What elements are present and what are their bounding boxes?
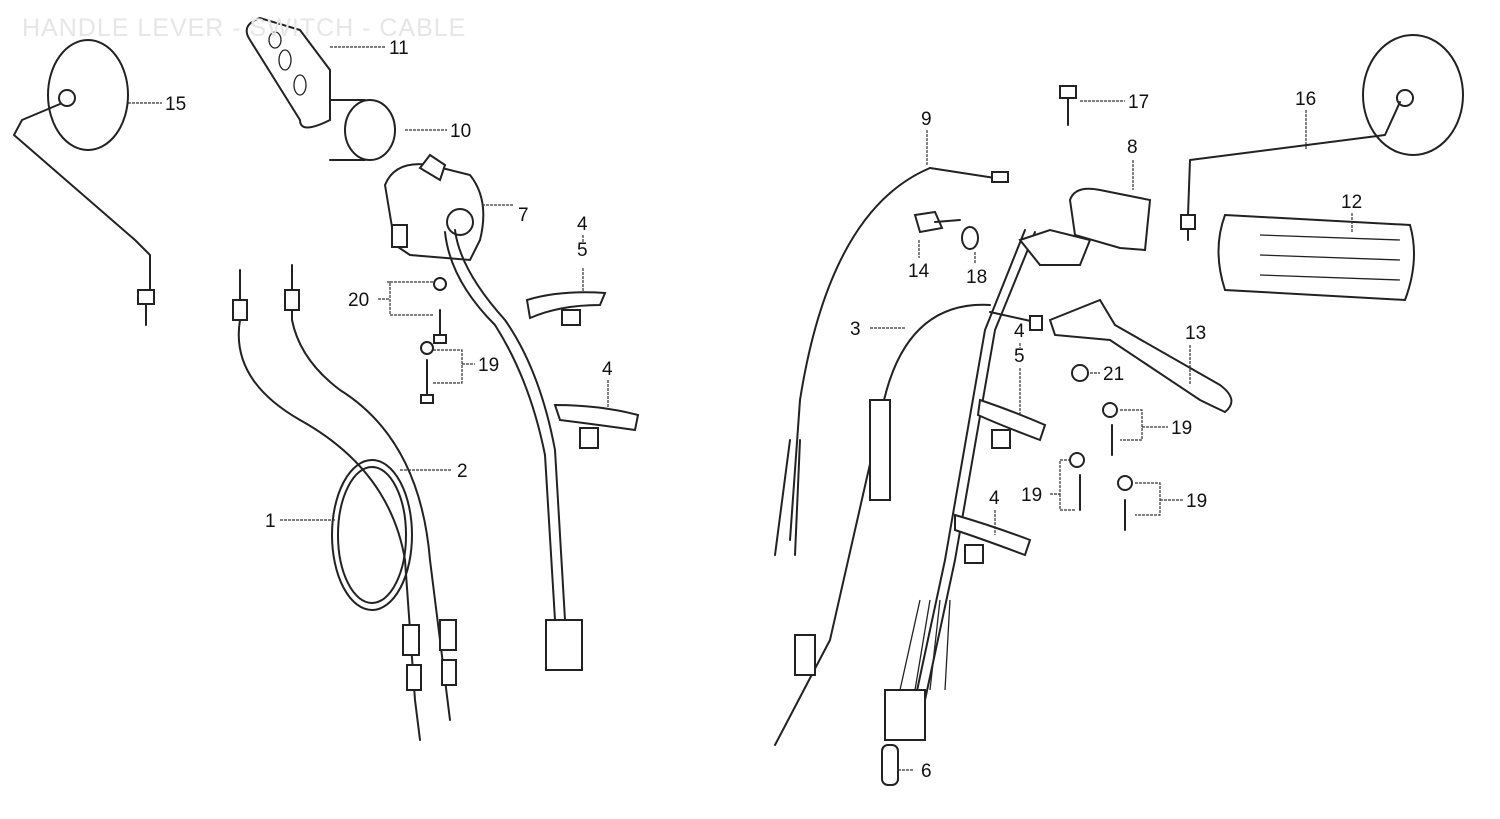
callout-9: 9 <box>921 109 932 130</box>
callout-7: 7 <box>518 205 529 226</box>
callout-4: 4 <box>989 488 1000 509</box>
left-mirror <box>13 39 155 326</box>
callout-20: 20 <box>348 290 369 311</box>
callout-17: 17 <box>1128 92 1149 113</box>
callout-2: 2 <box>457 461 468 482</box>
callout-8: 8 <box>1127 137 1138 158</box>
callout-5: 5 <box>577 240 588 261</box>
callout-14: 14 <box>908 261 930 282</box>
terminal-cap <box>881 744 899 786</box>
callout-11: 11 <box>389 38 409 59</box>
callout-18: 18 <box>966 267 987 288</box>
callout-5: 5 <box>1014 346 1025 367</box>
diagram-title: HANDLE LEVER - SWITCH - CABLE <box>22 14 467 42</box>
cable-band <box>553 403 640 432</box>
callout-21: 21 <box>1103 364 1124 385</box>
brake-lever <box>1048 298 1233 414</box>
clutch-cables <box>232 264 457 741</box>
right-grip <box>1217 213 1415 302</box>
left-grip <box>245 16 331 129</box>
callout-19: 19 <box>478 355 499 376</box>
callout-12: 12 <box>1341 192 1362 213</box>
callout-16: 16 <box>1295 89 1316 110</box>
right-switch-housing <box>1068 187 1152 252</box>
callout-19: 19 <box>1021 485 1042 506</box>
callout-10: 10 <box>450 121 471 142</box>
callout-19: 19 <box>1186 491 1207 512</box>
callout-4: 4 <box>1014 321 1025 342</box>
callout-3: 3 <box>850 319 861 340</box>
callout-4: 4 <box>577 214 588 235</box>
callout-1: 1 <box>265 511 276 532</box>
callout-13: 13 <box>1185 323 1206 344</box>
callout-19: 19 <box>1171 418 1192 439</box>
callout-6: 6 <box>921 761 932 782</box>
throttle-collar <box>344 99 396 161</box>
left-switch-housing <box>383 153 485 262</box>
cable-band <box>525 291 607 320</box>
callout-15: 15 <box>165 94 186 115</box>
callout-4: 4 <box>602 359 613 380</box>
